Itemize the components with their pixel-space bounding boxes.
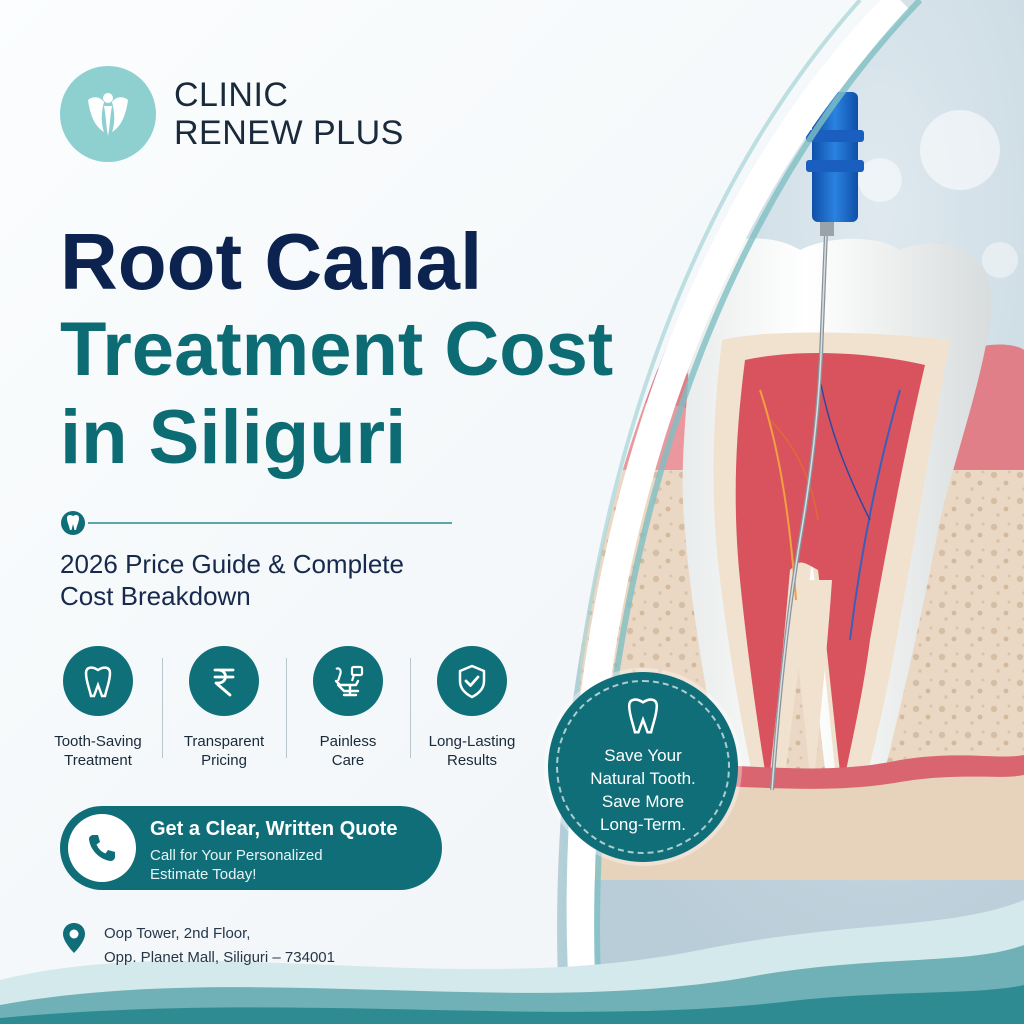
- brand-name: CLINIC RENEW PLUS: [174, 76, 404, 152]
- cta-subtitle: Call for Your Personalized Estimate Toda…: [150, 846, 323, 884]
- rupee-icon: [189, 646, 259, 716]
- headline-line2: Treatment Cost: [60, 307, 614, 392]
- tooth-icon: [63, 646, 133, 716]
- feature-label-line2: Treatment: [64, 752, 132, 769]
- feature-label-line1: Tooth-Saving: [54, 733, 142, 750]
- brand: CLINIC RENEW PLUS: [60, 66, 404, 162]
- headline-line1: Root Canal: [60, 217, 483, 306]
- badge-line4: Long-Term.: [600, 815, 686, 834]
- subtitle: 2026 Price Guide & Complete Cost Breakdo…: [60, 548, 404, 612]
- divider: [61, 511, 452, 535]
- brand-name-line1: CLINIC: [174, 76, 289, 114]
- subtitle-line2: Cost Breakdown: [60, 581, 251, 611]
- feature-separator: [162, 658, 163, 758]
- feature-list: Tooth-Saving Treatment Transparent Prici…: [38, 646, 538, 776]
- badge-line2: Natural Tooth.: [590, 769, 696, 788]
- feature-label-line1: Transparent: [183, 733, 265, 750]
- cta-subtitle-line2: Estimate Today!: [150, 866, 257, 883]
- quote-cta-button[interactable]: Get a Clear, Written Quote Call for Your…: [60, 806, 442, 890]
- feature-label-line2: Results: [446, 752, 498, 769]
- feature-separator: [410, 658, 411, 758]
- dental-chair-icon: [313, 646, 383, 716]
- tooth-icon: [67, 514, 79, 530]
- address: Oop Tower, 2nd Floor, Opp. Planet Mall, …: [62, 922, 335, 970]
- feature-painless-care: Painless Care: [288, 646, 408, 770]
- feature-label-line2: Care: [331, 752, 365, 769]
- headline-line3: in Siliguri: [60, 395, 407, 480]
- brand-name-line2: RENEW PLUS: [174, 114, 404, 152]
- feature-label-line1: Long-Lasting: [428, 733, 516, 750]
- location-pin-icon: [63, 923, 85, 953]
- headline: Root Canal Treatment Cost in Siliguri: [60, 218, 613, 482]
- save-tooth-badge: Save Your Natural Tooth. Save More Long-…: [548, 672, 738, 862]
- cta-subtitle-line1: Call for Your Personalized: [150, 847, 323, 864]
- badge-line3: Save More: [601, 792, 685, 811]
- cta-title: Get a Clear, Written Quote: [150, 818, 398, 840]
- badge-line1: Save Your: [604, 746, 682, 765]
- feature-label-line2: Pricing: [201, 752, 247, 769]
- badge-text: Save Your Natural Tooth. Save More Long-…: [548, 744, 738, 836]
- address-line2: Opp. Planet Mall, Siliguri – 734001: [104, 949, 335, 966]
- subtitle-line1: 2026 Price Guide & Complete: [60, 549, 404, 579]
- badge-ring: [556, 680, 730, 854]
- feature-label-line1: Painless: [319, 733, 377, 750]
- address-line1: Oop Tower, 2nd Floor,: [104, 925, 251, 942]
- phone-icon[interactable]: [68, 814, 136, 882]
- shield-check-icon: [437, 646, 507, 716]
- feature-transparent-pricing: Transparent Pricing: [164, 646, 284, 770]
- feature-long-lasting: Long-Lasting Results: [412, 646, 532, 770]
- tooth-leaf-logo-icon: [60, 66, 156, 162]
- feature-separator: [286, 658, 287, 758]
- tooth-icon: [627, 698, 659, 734]
- feature-tooth-saving: Tooth-Saving Treatment: [38, 646, 158, 770]
